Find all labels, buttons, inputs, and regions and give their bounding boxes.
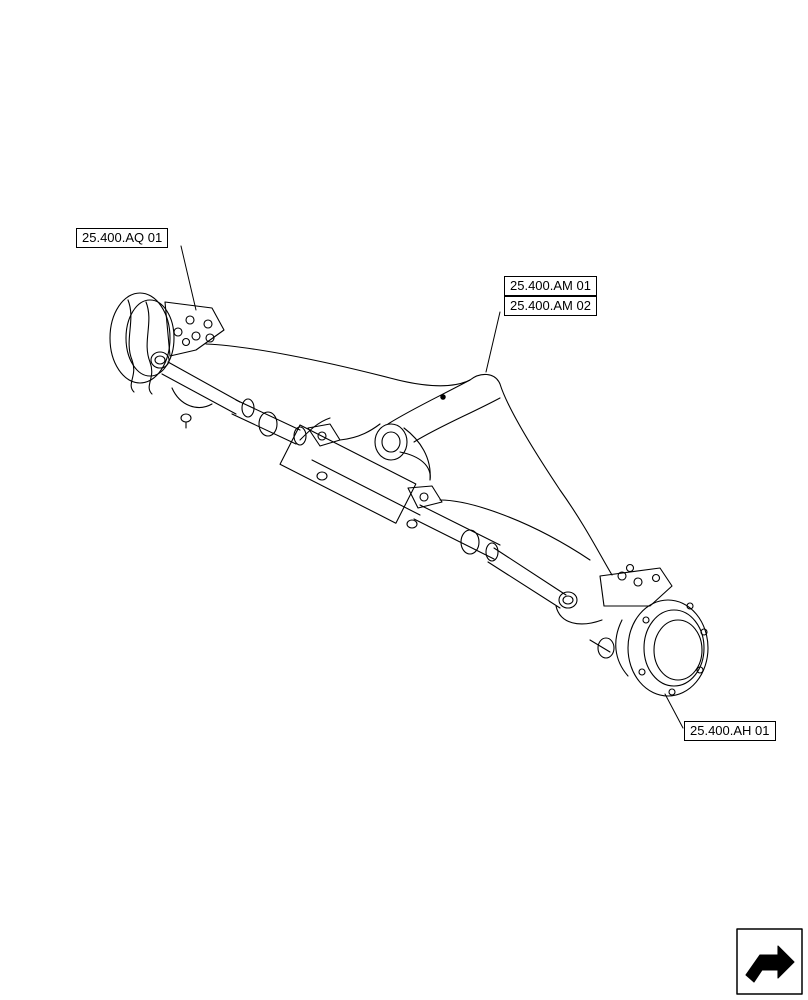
callout-25-400-am-02[interactable]: 25.400.AM 02 xyxy=(504,296,597,316)
axle-beam xyxy=(205,343,613,576)
left-wheel-hub xyxy=(109,292,225,429)
next-page-arrow-icon[interactable] xyxy=(736,928,803,995)
right-wheel-hub xyxy=(555,563,709,697)
steering-cylinder xyxy=(161,361,567,609)
leader-lines xyxy=(180,245,684,729)
callout-25-400-am-01[interactable]: 25.400.AM 01 xyxy=(504,276,597,296)
callout-25-400-aq-01[interactable]: 25.400.AQ 01 xyxy=(76,228,169,248)
callout-25-400-ah-01[interactable]: 25.400.AH 01 xyxy=(684,721,776,741)
